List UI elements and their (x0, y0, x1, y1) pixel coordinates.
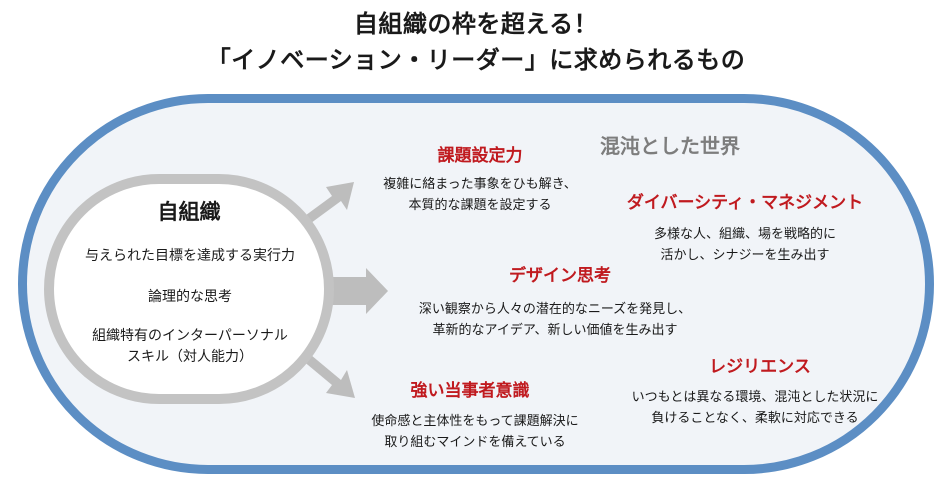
skill-desc-design-thinking-1: 深い観察から人々の潜在的なニーズを発見し、 (418, 302, 692, 317)
self-organization-ellipse (44, 174, 334, 404)
chaotic-world-label: 混沌とした世界 (600, 134, 740, 158)
self-org-item-logical: 論理的な思考 (148, 289, 232, 305)
skill-heading-problem-setting: 課題設定力 (437, 146, 523, 166)
skill-heading-diversity: ダイバーシティ・マネジメント (626, 193, 864, 213)
skill-desc-ownership-1: 使命感と主体性をもって課題解決に (371, 414, 579, 429)
main-title-line1: 自組織の枠を超える！ (353, 10, 599, 38)
skill-heading-ownership: 強い当事者意識 (410, 381, 530, 401)
skill-desc-resilience-2: 負けることなく、柔軟に対応できる (651, 411, 859, 426)
arrow-lower-right (302, 355, 355, 398)
self-org-title: 自組織 (157, 200, 221, 224)
main-title-line2: 「イノベーション・リーダー」に求められるもの (206, 46, 746, 74)
arrow-upper-right (302, 182, 354, 223)
skill-desc-design-thinking-2: 革新的なアイデア、新しい価値を生み出す (432, 323, 678, 338)
skill-desc-diversity-2: 活かし、シナジーを生み出す (660, 248, 830, 263)
skill-heading-design-thinking: デザイン思考 (509, 266, 611, 286)
arrow-right (330, 268, 388, 314)
skill-desc-problem-setting-2: 本質的な課題を設定する (408, 198, 552, 213)
skill-heading-resilience: レジリエンス (709, 357, 811, 377)
self-org-item-interpersonal-1: 組織特有のインターパーソナル (92, 328, 288, 344)
skill-desc-problem-setting-1: 複雑に絡まった事象をひも解き、 (383, 177, 577, 192)
skill-desc-resilience-1: いつもとは異なる環境、混沌とした状況に (631, 390, 879, 405)
self-org-item-execution: 与えられた目標を達成する実行力 (85, 248, 295, 264)
self-org-item-interpersonal-2: スキル（対人能力） (127, 349, 253, 365)
skill-desc-ownership-2: 取り組むマインドを備えている (384, 435, 566, 450)
skill-desc-diversity-1: 多様な人、組織、場を戦略的に (653, 227, 836, 242)
